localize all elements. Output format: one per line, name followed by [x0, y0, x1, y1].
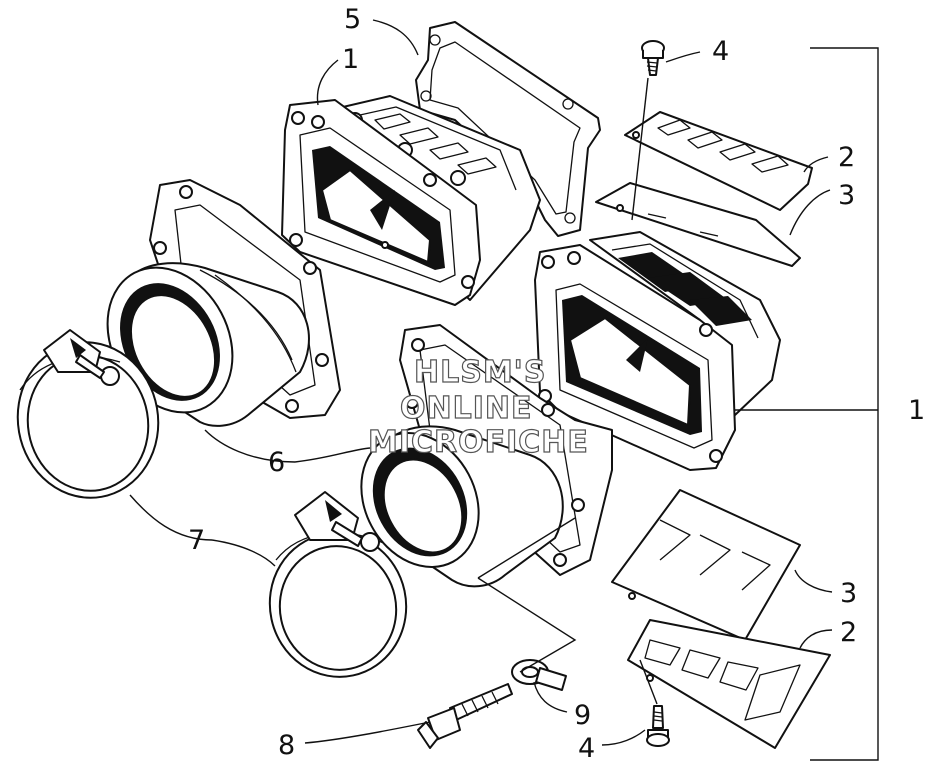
- watermark-line-1: HLSM'S: [414, 355, 546, 390]
- callout-9: 9: [574, 700, 591, 731]
- part-1-reed-block-right: [534, 231, 781, 471]
- callout-4-bottom: 4: [578, 733, 595, 764]
- callout-1-right: 1: [908, 395, 925, 426]
- callout-3-bottom: 3: [840, 578, 857, 609]
- part-1-reed-block-upper: [281, 95, 541, 306]
- watermark-line-2: ONLINE: [400, 391, 533, 426]
- part-8-bolt: [417, 683, 513, 749]
- callout-8: 8: [278, 730, 295, 761]
- part-7-clamp-upper: [16, 329, 160, 499]
- watermark: HLSM'S ONLINE MICROFICHE: [367, 354, 589, 460]
- callout-2-bottom: 2: [840, 617, 857, 648]
- callout-1-top: 1: [342, 44, 359, 75]
- callout-3-top: 3: [838, 180, 855, 211]
- part-3-reed-petal-top: [595, 182, 801, 267]
- callout-2-top: 2: [838, 142, 855, 173]
- part-4-screw-top: [631, 40, 665, 221]
- part-7-clamp-lower: [268, 491, 408, 678]
- watermark-line-3: MICROFICHE: [368, 425, 589, 460]
- leader-lines: [129, 19, 879, 761]
- part-2-reed-stop-top: [624, 111, 813, 211]
- callout-6: 6: [268, 447, 285, 478]
- part-6-intake-boot-lower: [360, 324, 613, 588]
- part-4-screw-bottom: [639, 659, 670, 747]
- callout-5: 5: [344, 4, 361, 35]
- callout-labels: 5 1 4 2 3 1 6 7 3 2 9 8 4: [188, 4, 925, 764]
- part-2-reed-stop-bottom: [627, 619, 831, 749]
- part-3-reed-petal-bottom: [611, 489, 801, 641]
- part-9-clip: [511, 659, 567, 691]
- callout-4-top: 4: [712, 36, 729, 67]
- callout-7: 7: [188, 525, 205, 556]
- part-5-gasket: [415, 21, 601, 237]
